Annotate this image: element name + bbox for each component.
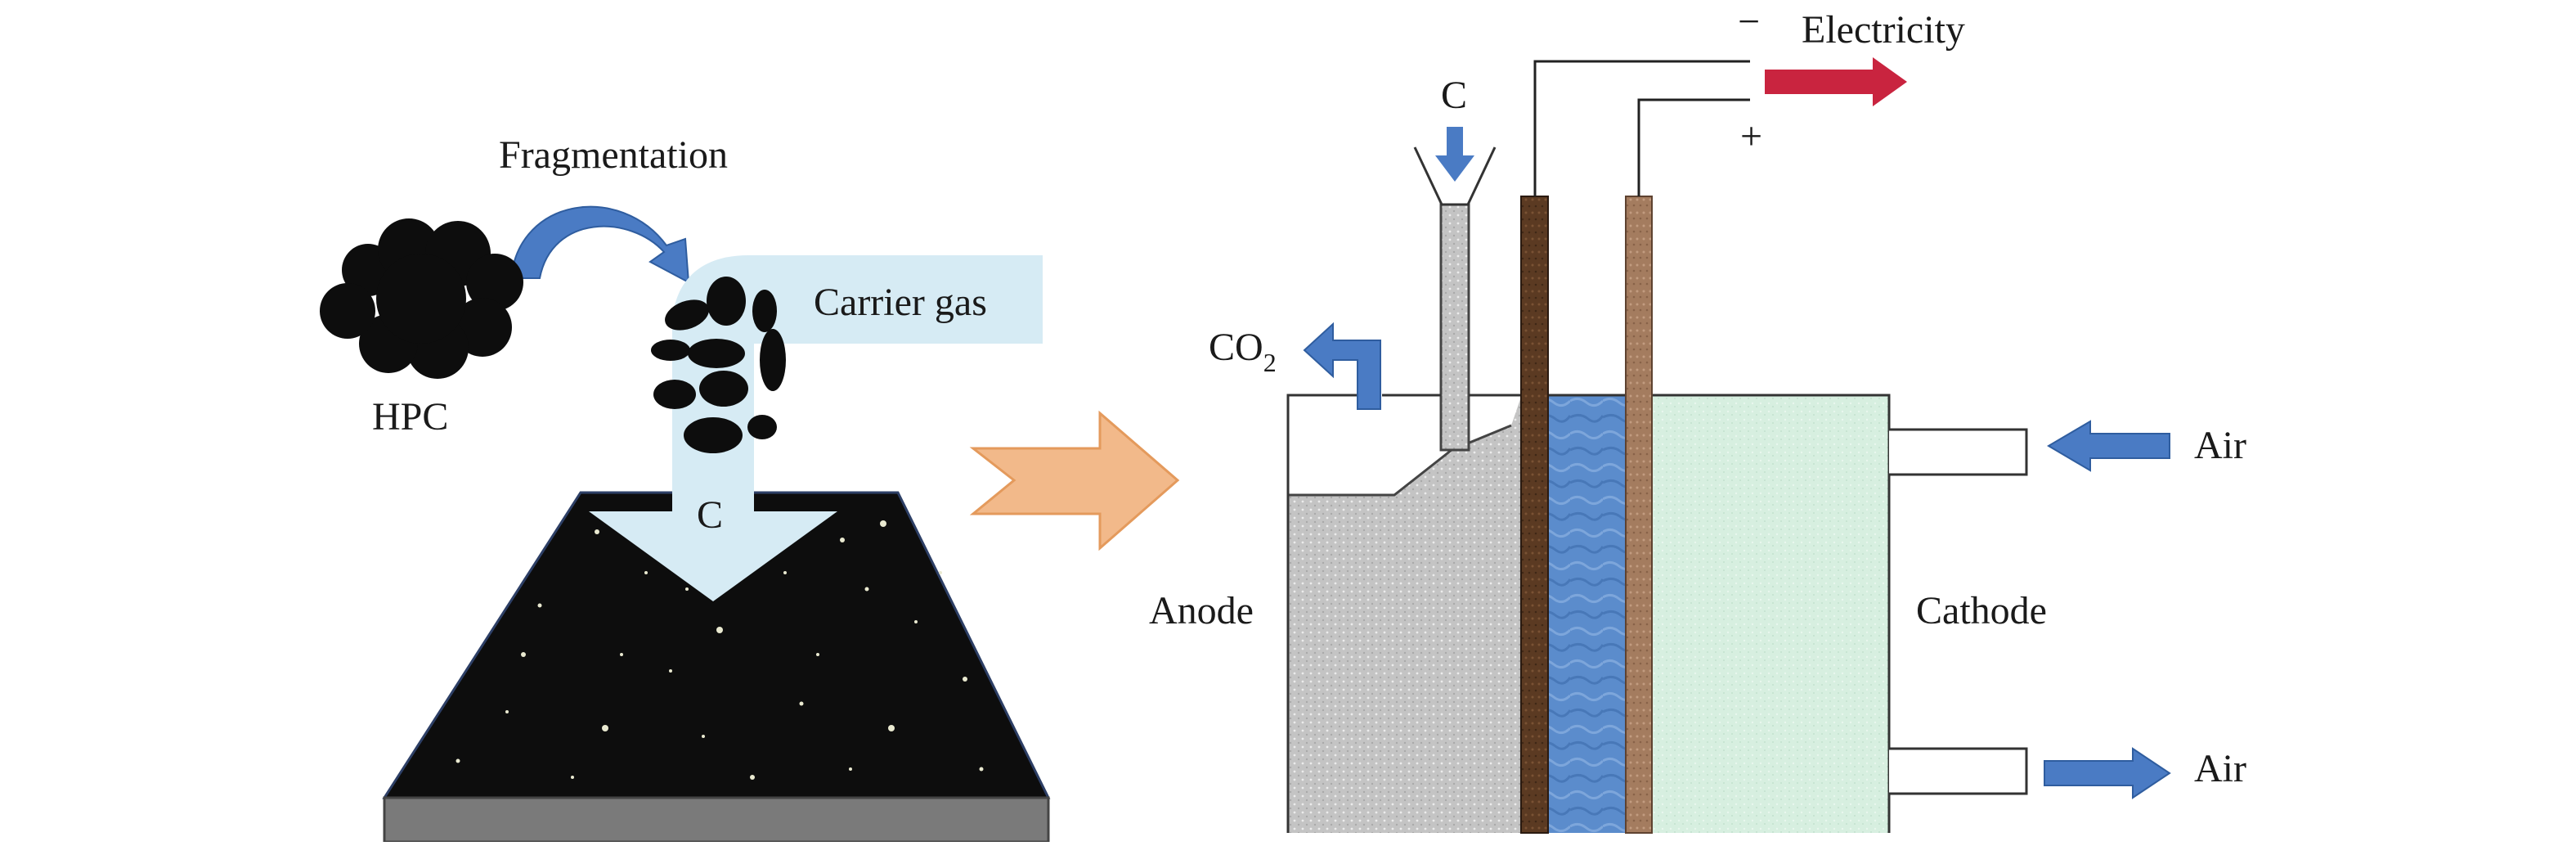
air-out-arrow-icon (2044, 747, 2171, 799)
cathode-chamber (1652, 395, 1889, 833)
base-plate (383, 796, 1050, 844)
minus-sign: − (1738, 0, 1760, 43)
electricity-label: Electricity (1802, 8, 1965, 52)
anode-electrode (1520, 196, 1549, 834)
plus-sign: + (1740, 115, 1762, 158)
c-feed-label: C (1441, 74, 1467, 117)
co2-main-text: CO (1209, 326, 1263, 369)
electrolyte (1548, 395, 1626, 833)
curved-arrow-icon (509, 205, 690, 284)
positive-wire (1637, 98, 1750, 196)
air-out-label: Air (2194, 747, 2246, 790)
chevron-arrow-icon (969, 410, 1180, 551)
electricity-arrow-icon (1765, 57, 1907, 106)
c-feed-arrow-icon (1435, 127, 1474, 182)
feed-tube (1439, 203, 1470, 452)
carrier-gas-label: Carrier gas (814, 281, 987, 324)
air-in-label: Air (2194, 424, 2246, 467)
carbon-cloud-icon (320, 218, 523, 379)
c-flow-label: C (697, 493, 723, 537)
cathode-label: Cathode (1916, 589, 2047, 632)
anode-label: Anode (1149, 589, 1254, 632)
carbon-particles-icon (651, 277, 786, 453)
air-inlet-port (1889, 428, 2028, 476)
hpc-label: HPC (372, 395, 448, 439)
co2-subscript: 2 (1263, 348, 1277, 377)
anode-chamber (1288, 397, 1521, 833)
star-specks (456, 520, 984, 780)
air-outlet-port (1889, 747, 2028, 795)
co2-label: CO2 (1209, 326, 1277, 377)
fragmentation-label: Fragmentation (499, 133, 728, 177)
co2-arrow-icon (1303, 322, 1381, 410)
anode-level-line (1288, 424, 1512, 497)
cathode-electrode (1625, 196, 1653, 834)
negative-wire (1533, 60, 1750, 196)
air-in-arrow-icon (2047, 420, 2170, 472)
vessel-outline (1286, 394, 1891, 833)
